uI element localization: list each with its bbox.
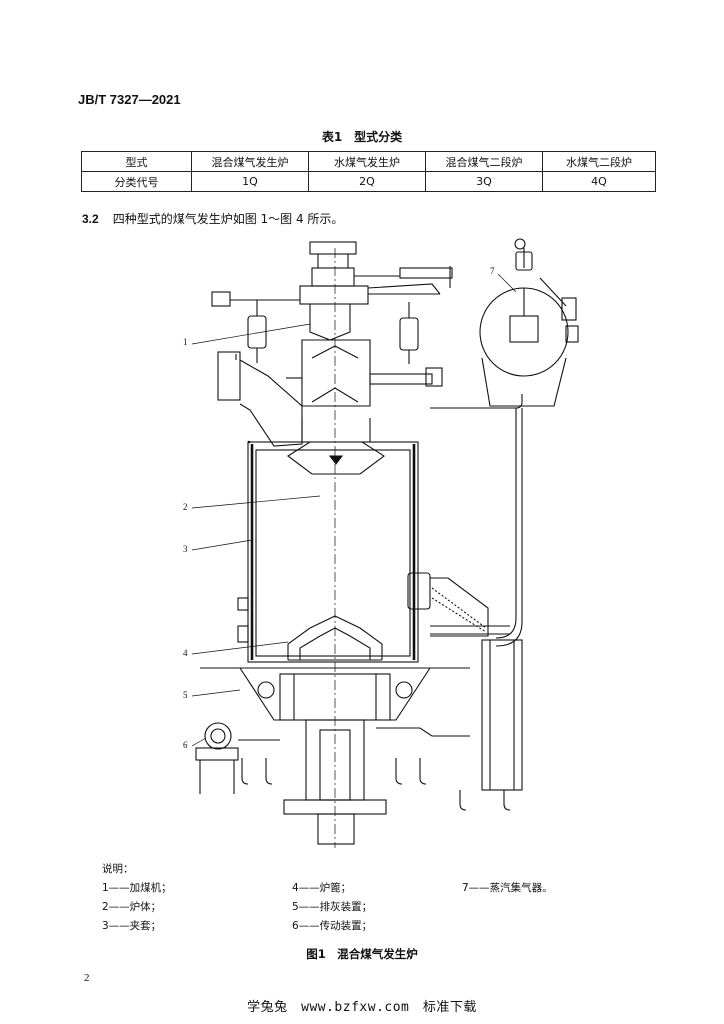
callout-2: 2 [183, 502, 188, 512]
legend-item: 1——加煤机； [102, 882, 172, 894]
table-cell: 混合煤气二段炉 [425, 151, 543, 172]
distributor [299, 285, 369, 305]
standard-code: JB/T 7327—2021 [78, 92, 181, 107]
footer-watermark: 学兔兔 www.bzfxw.com 标准下载 [247, 1000, 477, 1015]
right-drive-rod [369, 373, 433, 385]
legend-title: 说明： [102, 863, 134, 875]
legend-item: 6——传动装置； [292, 920, 373, 932]
page-number: 2 [84, 972, 90, 984]
feeder-hopper-top [309, 241, 357, 255]
table-cell: 型式 [81, 151, 192, 172]
legend-item: 3——夹套； [102, 920, 162, 932]
type-classification-table: 型式 混合煤气发生炉 水煤气发生炉 混合煤气二段炉 水煤气二段炉 分类代号 1Q… [81, 151, 656, 192]
table-cell: 水煤气二段炉 [542, 151, 656, 172]
legend-item: 4——炉篦； [292, 882, 352, 894]
left-chute-flange [217, 351, 241, 401]
table-row: 型式 混合煤气发生炉 水煤气发生炉 混合煤气二段炉 水煤气二段炉 [81, 151, 656, 172]
coal-lock-chamber [301, 339, 371, 407]
legend-item: 7——蒸汽集气器。 [462, 882, 553, 894]
callout-3: 3 [183, 544, 188, 554]
feeder-drive-arm [399, 267, 453, 279]
table-cell: 分类代号 [81, 171, 192, 192]
steam-saddle [430, 577, 489, 637]
gas-outlet [407, 572, 431, 610]
water-jacket [255, 449, 411, 657]
table-cell: 1Q [191, 171, 309, 192]
table-row: 分类代号 1Q 2Q 3Q 4Q [81, 171, 656, 192]
callout-5: 5 [183, 690, 188, 700]
cone-tip-marker [328, 455, 344, 465]
callout-6: 6 [183, 740, 188, 750]
support-column [481, 639, 523, 791]
table-cell: 4Q [542, 171, 656, 192]
table-cell: 水煤气发生炉 [308, 151, 426, 172]
grate-dome [287, 615, 383, 660]
legend-item: 5——排灰装置； [292, 901, 373, 913]
steam-pipe-down [495, 408, 517, 639]
section-number: 3.2 [82, 212, 99, 226]
callout-4: 4 [183, 648, 188, 658]
callout-7: 7 [490, 266, 495, 276]
drive-motor [204, 722, 232, 750]
section-paragraph: 3.2 四种型式的煤气发生炉如图 1～图 4 所示。 [82, 210, 343, 227]
left-counterweight [211, 291, 231, 307]
table-cell: 3Q [425, 171, 543, 192]
figure-caption: 图1 混合煤气发生炉 [306, 947, 418, 961]
legend-item: 2——炉体； [102, 901, 162, 913]
table-cell: 2Q [308, 171, 426, 192]
section-text: 四种型式的煤气发生炉如图 1～图 4 所示。 [112, 212, 344, 226]
callout-1: 1 [183, 337, 188, 347]
furnace-body [247, 441, 419, 663]
table-cell: 混合煤气发生炉 [191, 151, 309, 172]
callout-leaders [191, 273, 517, 747]
gas-producer-drawing [195, 238, 579, 848]
inclined-chute [239, 359, 303, 447]
table-caption: 表1 型式分类 [321, 130, 403, 144]
